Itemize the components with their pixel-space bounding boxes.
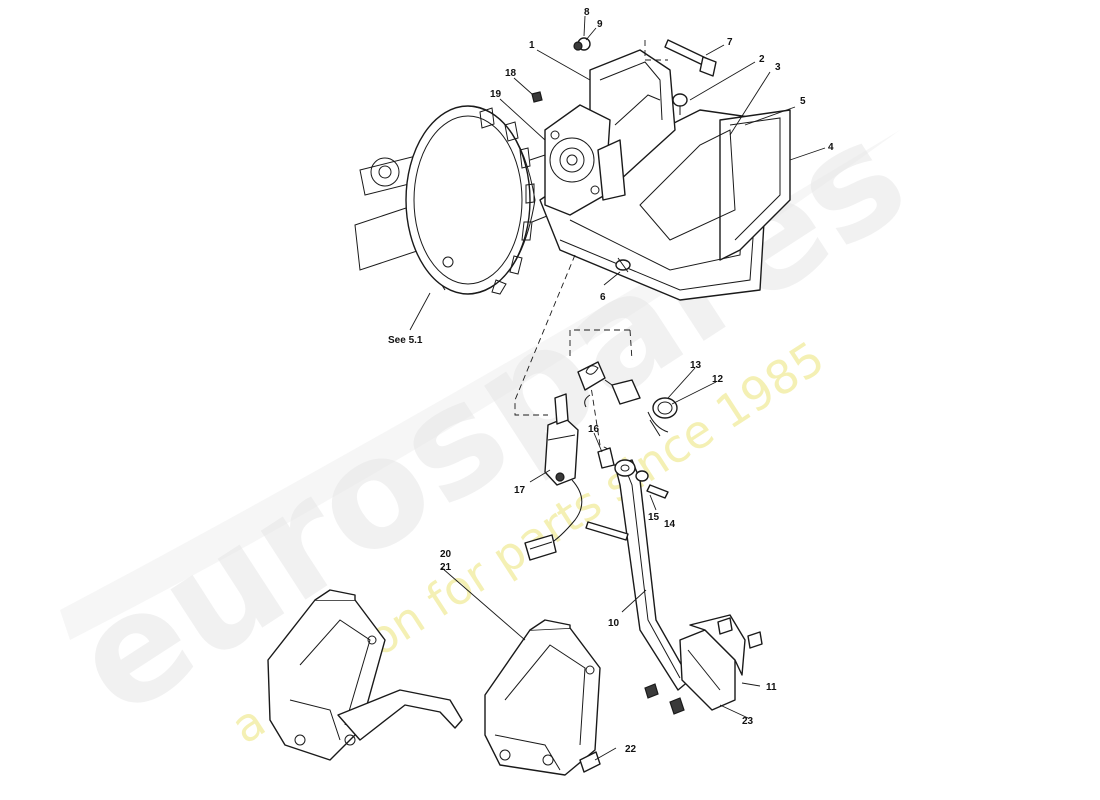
reference-note-see-5-1: See 5.1 bbox=[388, 335, 423, 346]
brake-light-switch-17 bbox=[524, 393, 583, 561]
callout-18: 18 bbox=[505, 68, 517, 79]
callout-19: 19 bbox=[490, 89, 502, 100]
callout-6: 6 bbox=[600, 292, 606, 303]
callout-21: 21 bbox=[440, 562, 452, 573]
callout-23: 23 bbox=[742, 716, 754, 727]
callout-14: 14 bbox=[664, 519, 676, 530]
callout-8: 8 bbox=[584, 7, 590, 18]
pedal-housing-right bbox=[484, 619, 601, 776]
pedal-housing-left bbox=[267, 589, 463, 761]
callout-17: 17 bbox=[514, 485, 526, 496]
bolt-7 bbox=[664, 39, 717, 77]
spring-clip-12-13 bbox=[647, 397, 678, 437]
callout-20: 20 bbox=[440, 549, 452, 560]
leader-lines bbox=[441, 15, 826, 761]
callout-10: 10 bbox=[608, 618, 620, 629]
callout-2: 2 bbox=[759, 54, 765, 65]
callout-15: 15 bbox=[648, 512, 660, 523]
callout-9: 9 bbox=[597, 19, 603, 30]
callout-22: 22 bbox=[625, 744, 637, 755]
callout-16: 16 bbox=[588, 424, 600, 435]
nut-washer-8-9 bbox=[573, 37, 591, 51]
callout-13: 13 bbox=[690, 360, 702, 371]
brake-pedal-10 bbox=[585, 459, 691, 691]
callout-11: 11 bbox=[766, 682, 777, 693]
clip-16 bbox=[597, 447, 615, 469]
callout-1: 1 bbox=[529, 40, 535, 51]
callout-12: 12 bbox=[712, 374, 724, 385]
callout-labels: 1 2 3 4 5 6 7 8 9 10 11 12 13 14 15 16 1… bbox=[388, 7, 834, 755]
brake-servo bbox=[354, 105, 563, 331]
assembly-guides bbox=[514, 40, 668, 451]
callout-5: 5 bbox=[800, 96, 806, 107]
pedal-pad-11 bbox=[644, 614, 763, 715]
callout-7: 7 bbox=[727, 37, 733, 48]
clip-18 bbox=[531, 91, 543, 103]
callout-4: 4 bbox=[828, 142, 834, 153]
pedal-box-bracket bbox=[539, 49, 791, 301]
callout-3: 3 bbox=[775, 62, 781, 73]
pivot-assembly bbox=[577, 361, 641, 408]
